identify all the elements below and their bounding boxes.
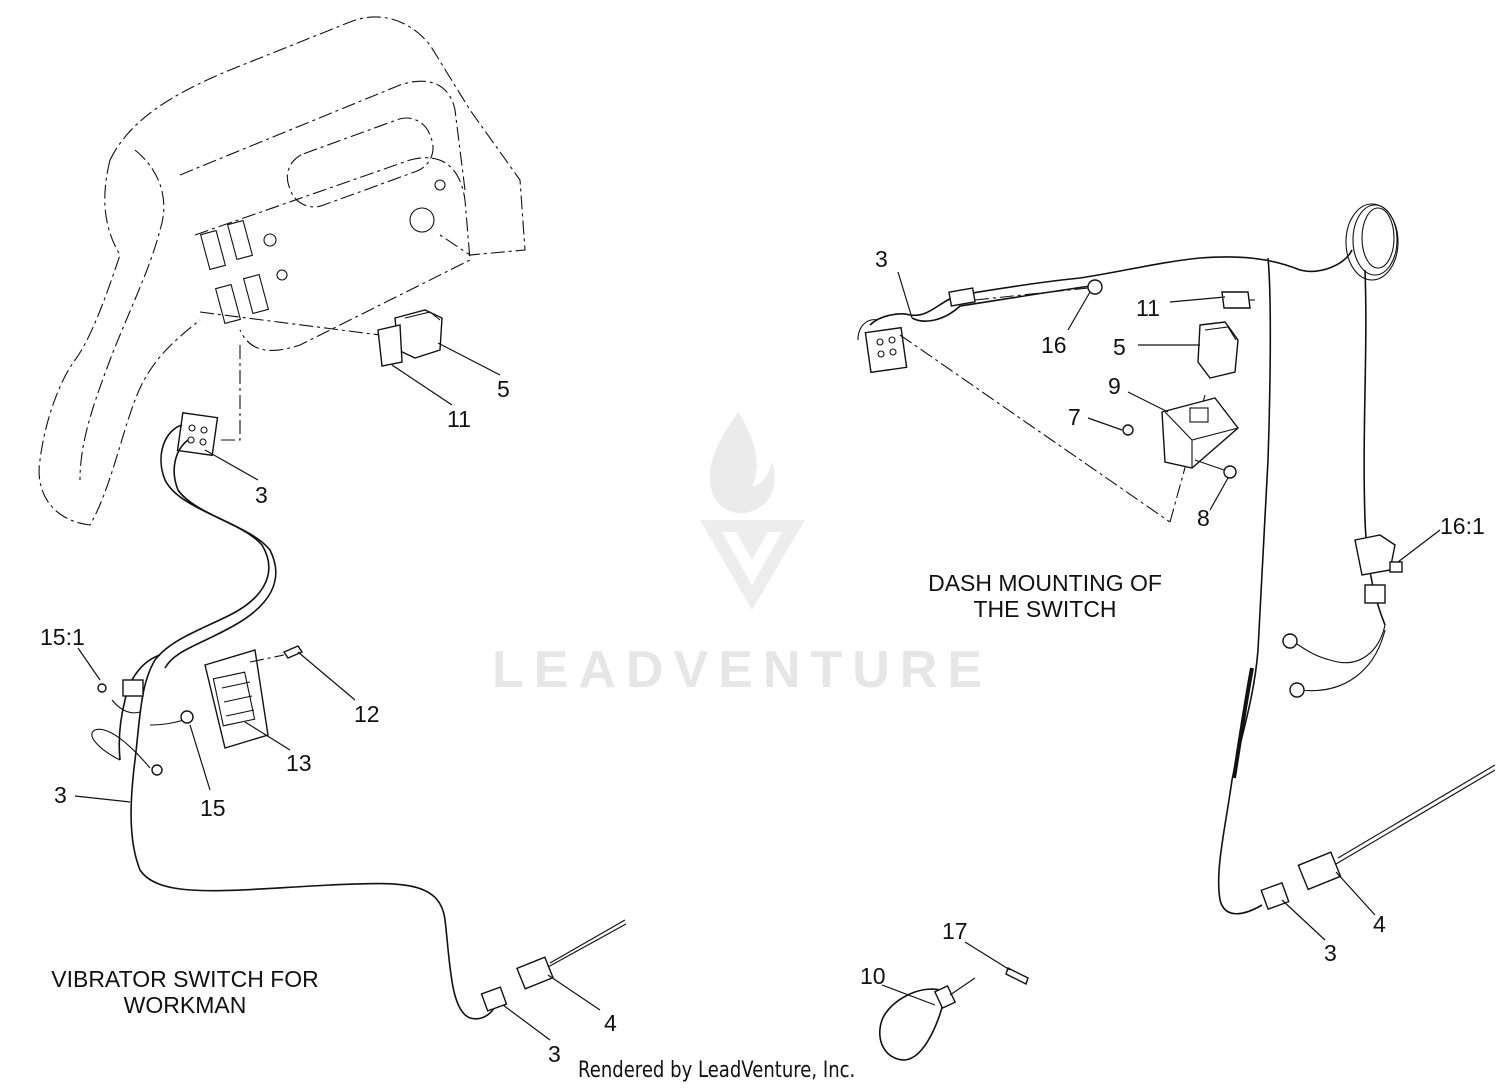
- mounting-bracket-part: [1161, 397, 1239, 469]
- rocker-switch-part: [1197, 321, 1239, 379]
- callout-11: 11: [447, 406, 471, 432]
- callout-11-right: 11: [1136, 295, 1160, 321]
- callout-leaders-center: [881, 941, 1011, 1006]
- callout-10: 10: [860, 963, 886, 989]
- callout-16-1: 16:1: [1440, 513, 1485, 539]
- relay-bracket-part: [204, 649, 269, 749]
- screw-part: [1194, 459, 1237, 479]
- caption-dash-mounting: DASH MOUNTING OF THE SWITCH: [928, 570, 1162, 623]
- connector-part: [176, 412, 219, 457]
- connector-part: [857, 279, 1103, 374]
- connector-part: [1260, 764, 1496, 911]
- callout-5-right: 5: [1113, 334, 1126, 360]
- callout-15-1: 15:1: [40, 624, 85, 650]
- ring-terminal-part: [1282, 633, 1305, 698]
- callout-15: 15: [200, 795, 226, 821]
- leadventure-flame-logo-icon: [700, 412, 805, 610]
- caption-vibrator-switch: VIBRATOR SWITCH FOR WORKMAN: [51, 966, 319, 1019]
- callout-4: 4: [604, 1010, 617, 1036]
- callout-8: 8: [1197, 505, 1210, 531]
- callout-3: 3: [255, 482, 268, 508]
- callout-3-right: 3: [875, 246, 888, 272]
- callout-leaders-left: [74, 342, 601, 1041]
- terminal-part: [249, 645, 304, 663]
- callout-13: 13: [286, 750, 312, 776]
- wire-harness-right: [869, 203, 1399, 915]
- callout-17: 17: [942, 918, 968, 944]
- cable-tie-part: [879, 977, 976, 1061]
- callout-3-connector: 3: [548, 1041, 561, 1067]
- callout-leaders-right: [897, 271, 1441, 941]
- footer-credit: Rendered by LeadVenture, Inc.: [578, 1058, 856, 1083]
- connector-part: [480, 919, 627, 1012]
- callout-5: 5: [497, 376, 510, 402]
- mounting-clip-part: [1354, 534, 1403, 604]
- callout-3-harness: 3: [54, 782, 67, 808]
- callout-16: 16: [1041, 332, 1067, 358]
- callout-9: 9: [1108, 373, 1121, 399]
- callout-3-right-connector: 3: [1324, 940, 1337, 966]
- washer-part: [1122, 424, 1134, 436]
- ring-terminal-part: [97, 679, 194, 776]
- switch-plate-part: [1221, 291, 1251, 309]
- switch-plate-part: [377, 324, 403, 367]
- wire-harness-left: [91, 424, 499, 1020]
- terminal-part: [1005, 967, 1029, 985]
- callout-7: 7: [1068, 404, 1081, 430]
- watermark-text: LEADVENTURE: [492, 641, 993, 699]
- callout-12: 12: [354, 701, 380, 727]
- dash-panel-outline: [38, 16, 526, 526]
- callout-4-right: 4: [1373, 911, 1386, 937]
